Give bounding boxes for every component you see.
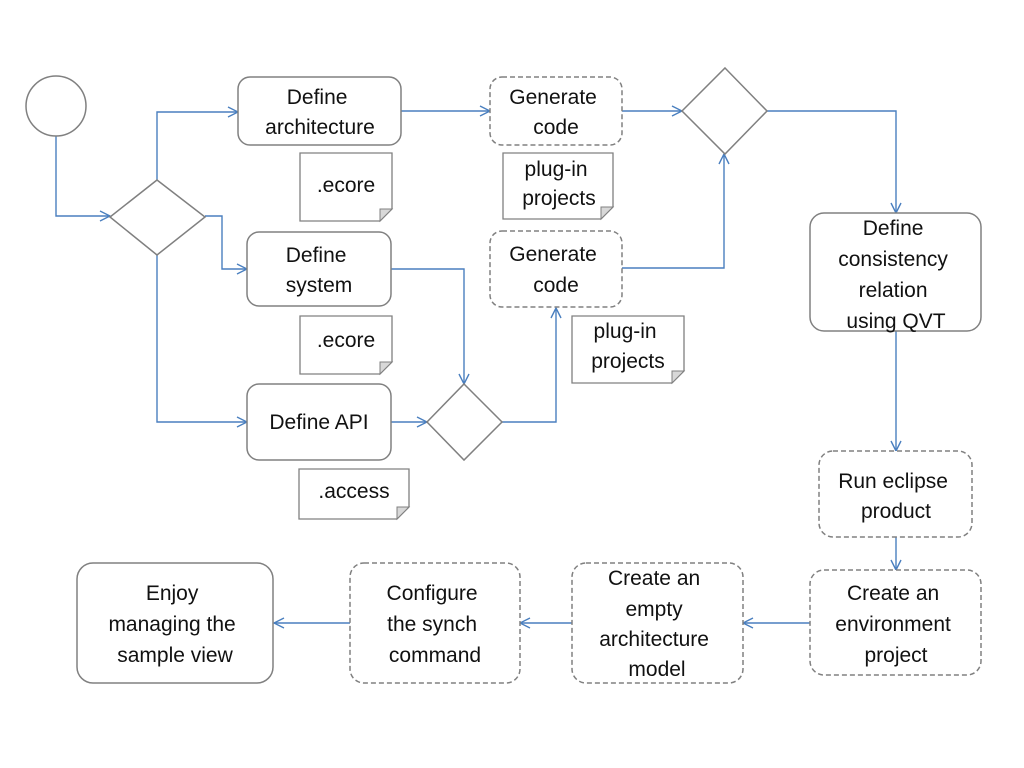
edge-join-to-generate-code [502,308,556,423]
svg-text:Generate code: Generate code [509,86,602,139]
decision-node-merge [680,66,769,156]
label-line: command [389,644,481,667]
svg-text:.access: .access [318,480,389,503]
label-line: plug-in [594,320,657,343]
svg-text:Define consistency: Define consistency relation using QVT [838,217,954,333]
label-line: Create an [847,582,939,605]
label-line: code [533,274,579,297]
label-line: using QVT [846,310,945,333]
label-line: Define [863,217,924,240]
node-generate-code-mid: Generate code [489,230,623,308]
label-line: architecture [265,116,375,139]
label-line: the synch [387,613,477,636]
label-line: code [533,116,579,139]
label-line: .ecore [317,329,375,352]
label-line: Define API [269,411,368,434]
svg-text:Enjoy managing the: Enjoy managing the sample view [108,582,241,667]
label-line: Enjoy [146,582,199,605]
svg-text:Create an empty ar: Create an empty architecture model [599,567,715,681]
edge-system-to-join [391,268,464,384]
label-line: Define [286,244,347,267]
decision-node-join [425,382,504,462]
node-configure-synch: Configure the synch command [349,562,521,684]
label-line: project [864,644,927,667]
svg-text:Create an environment: Create an environment project [835,582,956,667]
edge-decision-to-define-api [156,255,247,422]
label-line: system [286,274,353,297]
node-define-api: Define API [246,383,392,461]
svg-text:plug-in projects: plug-in projects [522,158,596,210]
label-line: Generate [509,86,597,109]
label-line: plug-in [525,158,588,181]
svg-text:Generate code: Generate code [509,243,602,297]
note-access: .access [298,468,411,521]
label-line: empty [625,598,683,621]
node-create-environment: Create an environment project [809,569,982,676]
svg-text:Define architecture: Define architecture [265,86,375,139]
label-line: Define [287,86,348,109]
start-node [25,75,87,137]
label-line: environment [835,613,951,636]
edge-decision-to-define-architecture [156,112,238,180]
svg-text:plug-in projects: plug-in projects [591,320,665,373]
edge-start-to-decision [55,136,110,216]
label-line: Configure [387,582,478,605]
svg-text:.ecore: .ecore [317,174,375,197]
label-line: Generate [509,243,597,266]
node-define-system: Define system [246,231,392,307]
label-line: projects [591,350,665,373]
svg-text:Define API: Define API [269,411,368,434]
node-run-eclipse: Run eclipse product [818,450,973,538]
node-generate-code-top: Generate code [489,76,623,146]
edge-generate-code-mid-to-merge [622,154,724,269]
decision-node-fork [108,179,207,256]
label-line: model [628,658,685,681]
svg-text:Run eclipse product: Run eclipse product [838,470,954,523]
node-create-architecture-model: Create an empty architecture model [571,562,744,684]
svg-text:Configure the synch: Configure the synch command [387,582,484,667]
label-line: projects [522,187,596,210]
label-line: architecture [599,628,709,651]
label-line: Run eclipse [838,470,948,493]
edge-merge-to-define-consistency [767,110,896,213]
node-define-architecture: Define architecture [237,76,402,146]
note-plugin-projects-2: plug-in projects [571,315,686,385]
note-ecore-2: .ecore [299,315,394,376]
label-line: .ecore [317,174,375,197]
edge-decision-to-define-system [205,215,247,269]
edges [55,110,896,623]
label-line: relation [859,279,928,302]
node-define-consistency: Define consistency relation using QVT [809,212,982,333]
node-enjoy: Enjoy managing the sample view [76,562,274,684]
label-line: .access [318,480,389,503]
note-plugin-projects-1: plug-in projects [502,152,615,221]
label-line: Create an [608,567,700,590]
label-line: product [861,500,931,523]
label-line: managing the [108,613,235,636]
note-ecore-1: .ecore [299,152,394,223]
label-line: consistency [838,248,948,271]
svg-text:Define system: Define system [286,244,353,297]
svg-text:.ecore: .ecore [317,329,375,352]
label-line: sample view [117,644,233,667]
